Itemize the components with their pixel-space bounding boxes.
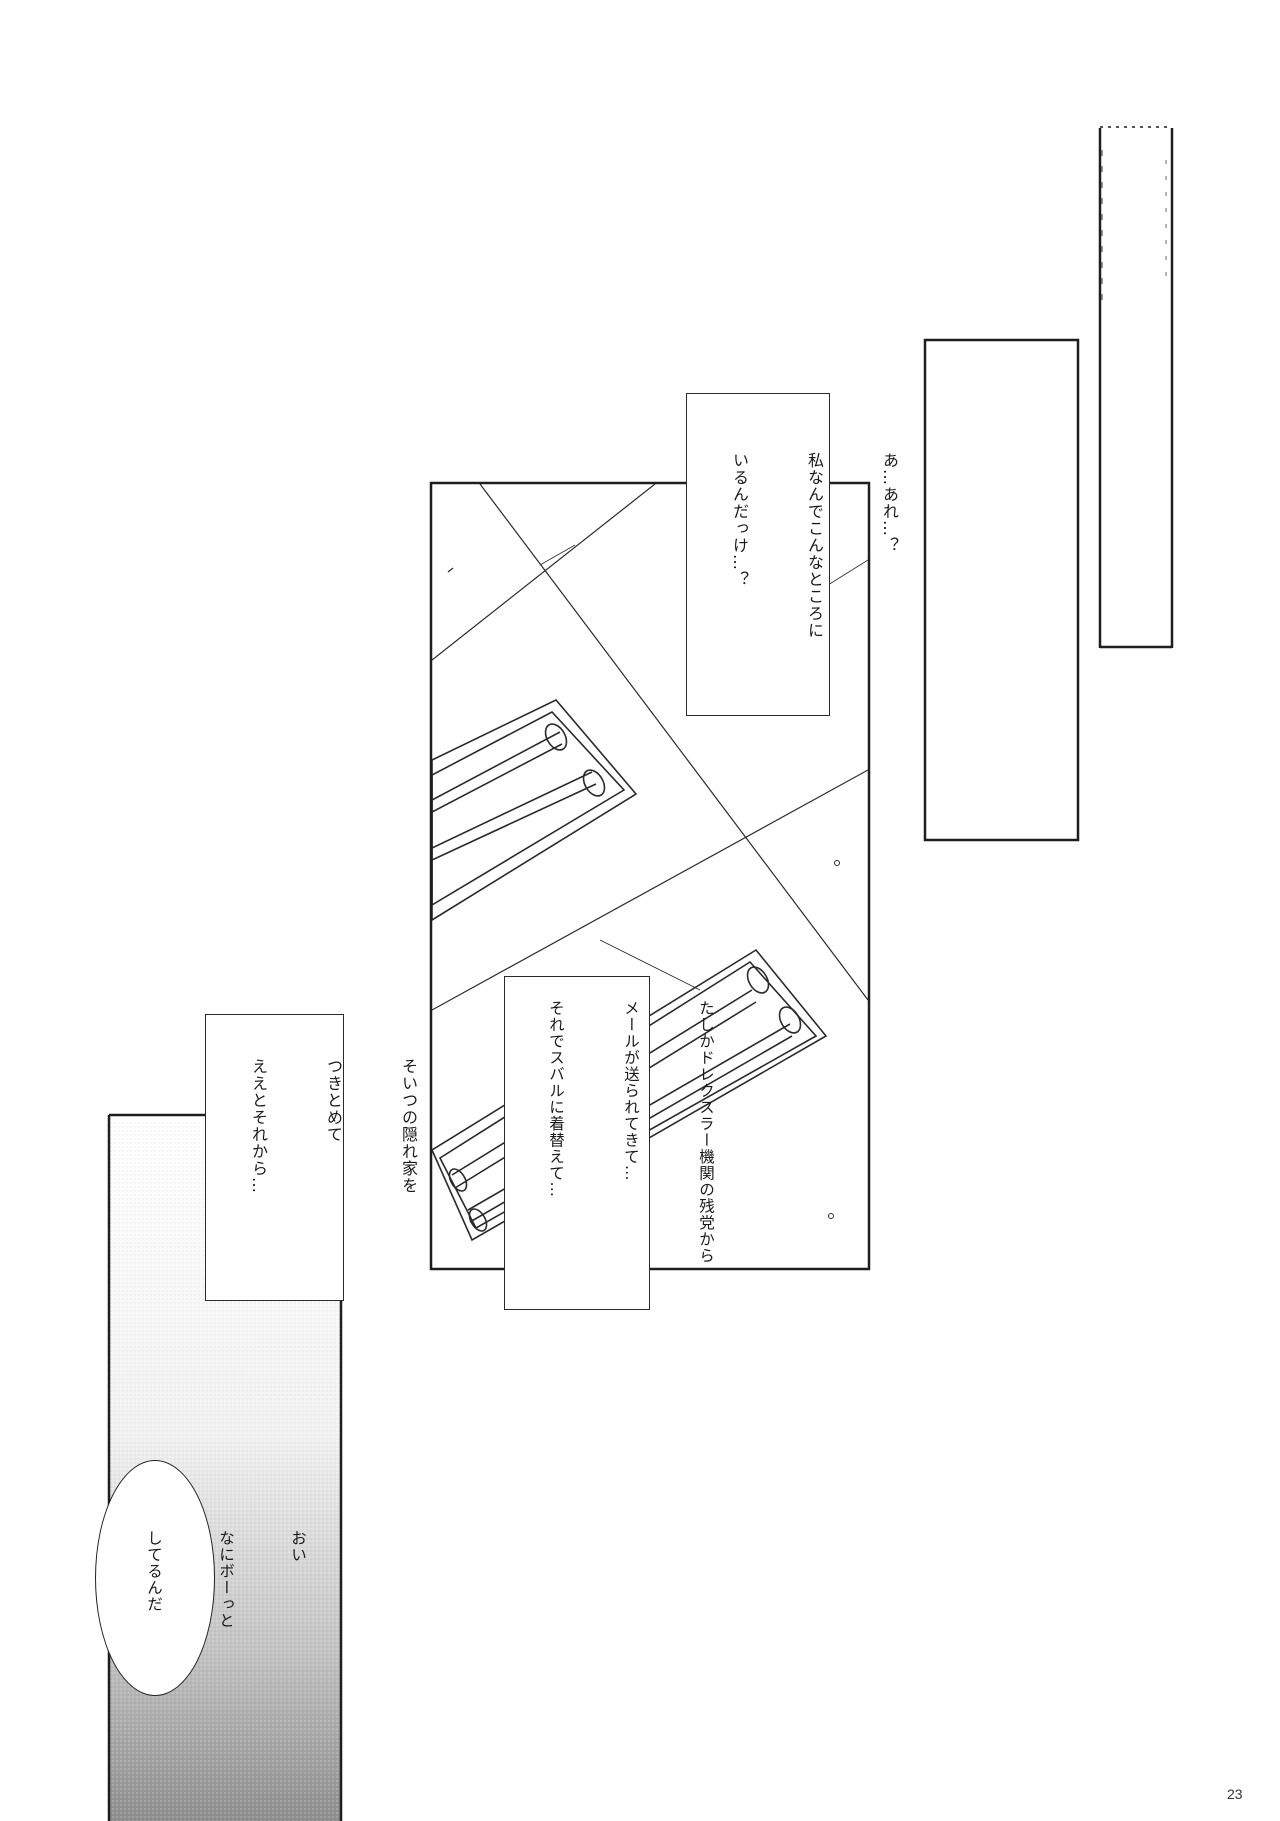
caption-box-top [686, 393, 830, 716]
caption-text-middle: たしかドレクスラー機関の残党から メールが送られてきて… それでスバルに着替えて… [518, 1000, 768, 1300]
caption-left-line-2: つきとめて [324, 1058, 343, 1143]
caption-top-line-2: 私なんでこんなところに [805, 452, 824, 639]
caption-middle-line-3: それでスバルに着替えて… [547, 1000, 565, 1198]
caption-text-top: あ…あれ…？ 私なんでこんなところに いるんだっけ…？ [702, 452, 952, 702]
caption-middle-line-2: メールが送られてきて… [622, 1000, 640, 1182]
speech-line-3: してるんだ [145, 1530, 163, 1613]
speech-bubble [95, 1460, 215, 1696]
caption-top-line-3: いるんだっけ…？ [730, 452, 749, 588]
right-narrow-panel [1098, 126, 1174, 649]
right-blank-panel [923, 338, 1080, 842]
page-number: 23 [1227, 1786, 1243, 1802]
speech-line-1: おい [289, 1530, 307, 1563]
caption-left-line-3: ええとそれから… [249, 1058, 268, 1194]
caption-top-line-1: あ…あれ…？ [880, 452, 899, 554]
caption-text-left: そいつの隠れ家を つきとめて ええとそれから… [221, 1058, 471, 1258]
speech-line-2: なにボーっと [217, 1530, 235, 1629]
caption-box-middle [504, 976, 650, 1310]
speech-bubble-text: おい なにボーっと してるんだ [118, 1530, 358, 1670]
caption-left-line-1: そいつの隠れ家を [399, 1058, 418, 1194]
caption-middle-line-1: たしかドレクスラー機関の残党から [697, 1000, 715, 1264]
caption-box-left [205, 1014, 344, 1301]
